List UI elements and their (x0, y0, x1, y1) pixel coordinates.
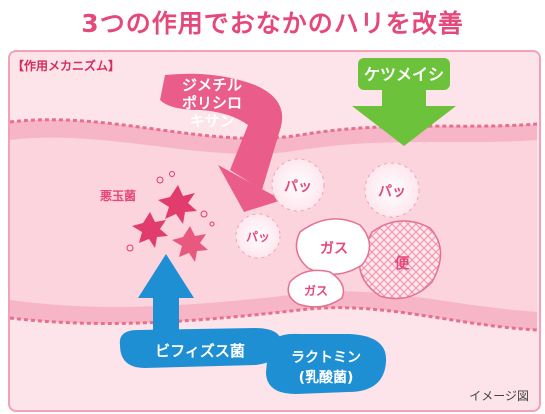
lactobacillus-blob: ラクトミン (乳酸菌) (266, 333, 387, 394)
gas-bubble-1: ガス (295, 218, 371, 275)
simethicone-arrow: ジメチル ポリシロ キサン (160, 73, 283, 212)
pop-label-2: パッ (378, 184, 406, 200)
bifido-label: ビフィズス菌 (155, 342, 245, 360)
gas-label-1: ガス (320, 241, 348, 257)
pop-burst-1: パッ (271, 158, 325, 212)
stool-blob: 便 (358, 220, 442, 300)
pop-label-3: パッ (246, 230, 270, 244)
villi-top (9, 118, 538, 140)
simethicone-line1: ジメチル (182, 76, 242, 94)
bifido-arrow: ビフィズス菌 (119, 254, 283, 368)
mechanism-label: 【作用メカニズム】 (12, 59, 121, 73)
simethicone-line2: ポリシロ (182, 94, 242, 112)
image-note: イメージ図 (469, 389, 529, 403)
ketsumeishi-label: ケツメイシ (364, 65, 444, 84)
ketsumeishi-arrow: ケツメイシ (352, 58, 456, 146)
simethicone-line3: キサン (189, 112, 234, 130)
pop-burst-3: パッ (235, 213, 281, 259)
stool-label: 便 (394, 254, 410, 272)
villi-bottom (9, 306, 538, 332)
gas-label-2: ガス (304, 283, 328, 298)
lactobacillus-line2: (乳酸菌) (299, 369, 354, 386)
page-title: 3つの作用でおなかのハリを改善 (81, 9, 464, 38)
pop-label-1: パッ (284, 179, 312, 195)
bacterium-1 (158, 185, 197, 224)
bacterium-2 (132, 212, 168, 248)
pop-burst-2: パッ (364, 162, 420, 218)
bacterium-3 (172, 226, 208, 262)
bad-bacteria-label: 悪玉菌 (100, 188, 136, 203)
gas-bubble-2: ガス (287, 269, 345, 308)
bad-bacteria-cluster (126, 171, 215, 262)
lactobacillus-line1: ラクトミン (291, 350, 361, 366)
